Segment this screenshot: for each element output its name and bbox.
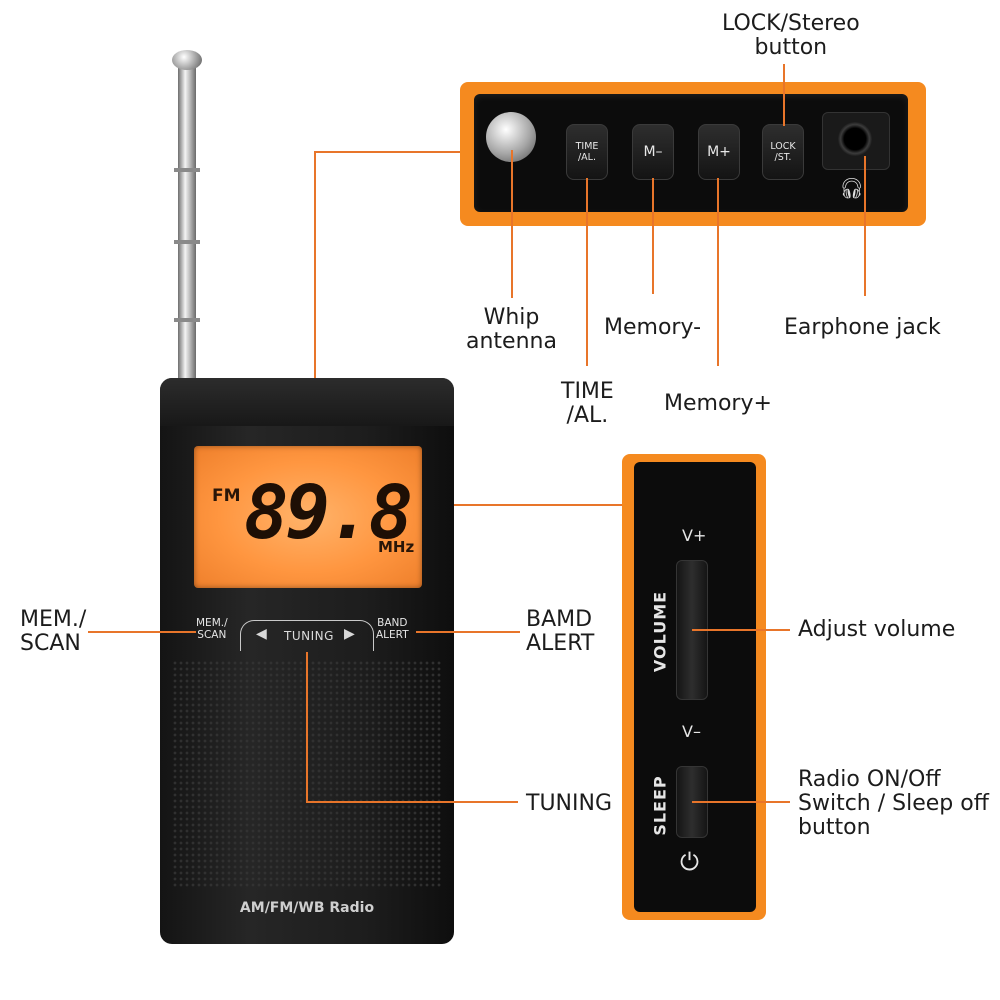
time-al-button[interactable]: TIME /AL. (566, 124, 608, 180)
power-icon: ⏻ (680, 848, 699, 876)
callout-memory-plus: Memory+ (664, 391, 772, 416)
callout-tuning: TUNING (526, 791, 612, 816)
band-alert-key[interactable]: BAND ALERT (376, 617, 409, 641)
radio-top-cap (160, 378, 454, 426)
lcd-frequency: 89.8 (244, 470, 413, 556)
lcd-band: FM (212, 486, 241, 506)
callout-line-tuning-vertical (306, 652, 308, 802)
antenna-segment (174, 168, 200, 172)
earphone-jack[interactable] (838, 122, 872, 156)
callout-line-mem-scan (88, 631, 196, 633)
callout-line-side-panel (454, 504, 622, 506)
callout-radio-on-off: Radio ON/Off Switch / Sleep off button (798, 767, 989, 840)
callout-line-power (692, 801, 790, 803)
tuning-left-icon[interactable]: ◀ (256, 626, 267, 642)
tuning-key[interactable] (240, 620, 374, 651)
headphone-icon: 🎧︎ (839, 176, 865, 200)
callout-line-memory-plus (717, 178, 719, 366)
antenna-segment (174, 240, 200, 244)
tuning-label: TUNING (284, 629, 334, 643)
callout-line-earphone (864, 156, 866, 296)
volume-down-label: V– (682, 722, 701, 741)
model-label: AM/FM/WB Radio (239, 900, 375, 916)
callout-line-band-alert (416, 631, 520, 633)
callout-line-lock (783, 64, 785, 126)
antenna-segment (174, 318, 200, 322)
volume-label: VOLUME (650, 590, 670, 673)
whip-antenna-rod (178, 62, 196, 380)
callout-time-al: TIME /AL. (561, 379, 614, 428)
tuning-right-icon[interactable]: ▶ (344, 626, 355, 642)
lock-stereo-button[interactable]: LOCK /ST. (762, 124, 804, 180)
memory-plus-button[interactable]: M+ (698, 124, 740, 180)
volume-up-label: V+ (682, 526, 707, 545)
lcd-display: FM 89.8 MHz (194, 446, 422, 588)
callout-lock-stereo: LOCK/Stereo button (722, 11, 860, 60)
callout-earphone-jack: Earphone jack (784, 315, 941, 340)
antenna-tip (172, 50, 202, 70)
lcd-unit: MHz (378, 538, 415, 556)
memory-minus-button[interactable]: M– (632, 124, 674, 180)
sleep-label: SLEEP (650, 775, 670, 836)
callout-mem-scan: MEM./ SCAN (20, 607, 87, 656)
callout-bamd-alert: BAMD ALERT (526, 607, 595, 656)
callout-whip-antenna: Whip antenna (466, 305, 557, 354)
callout-line-top-panel (314, 151, 460, 153)
callout-adjust-volume: Adjust volume (798, 617, 956, 642)
callout-line-tuning (306, 801, 518, 803)
callout-memory-minus: Memory- (604, 315, 702, 340)
callout-line-whip (511, 150, 513, 298)
mem-scan-key[interactable]: MEM./ SCAN (196, 617, 228, 641)
callout-line-volume (692, 629, 790, 631)
callout-line-time (586, 178, 588, 366)
callout-line-memory-minus (652, 178, 654, 294)
callout-line-top-panel-vertical (314, 151, 316, 378)
